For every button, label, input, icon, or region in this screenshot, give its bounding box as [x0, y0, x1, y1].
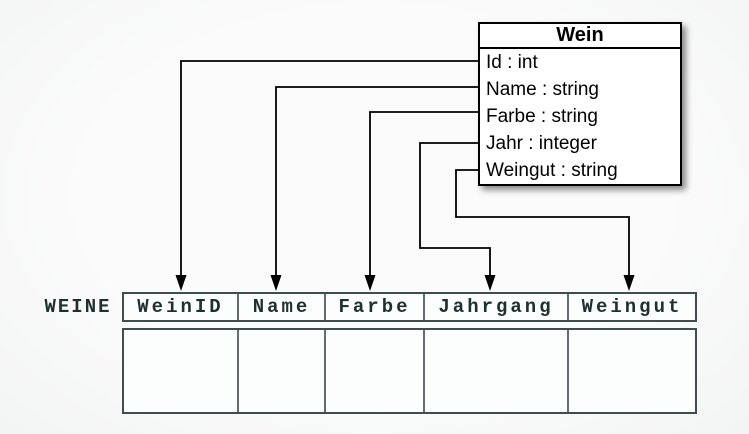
table-header-row: WeinID Name Farbe Jahrgang Weingut: [122, 292, 697, 322]
class-attribute-farbe: Farbe : string: [486, 106, 598, 127]
table-header-weingut: Weingut: [567, 294, 695, 320]
connector-farbe-to-farbe: [364, 111, 480, 291]
arrowhead-weingut: [623, 275, 635, 291]
table-name-label: WEINE: [44, 296, 112, 318]
table-header-name: Name: [237, 294, 324, 320]
table-body-cell-farbe: [324, 330, 423, 412]
connector-line-farbe: [369, 111, 480, 278]
uml-class-box-wein: Wein Id : int Name : string Farbe : stri…: [478, 22, 682, 186]
class-attribute-id: Id : int: [486, 52, 538, 73]
connector-line-jahr: [419, 142, 491, 278]
table-body-cell-weingut: [567, 330, 695, 412]
table-body-cell-jahrgang: [423, 330, 567, 412]
arrowhead-jahrgang: [484, 275, 496, 291]
arrowhead-weinid: [175, 275, 187, 291]
connector-line-name: [275, 86, 480, 278]
connector-id-to-weinid: [175, 60, 480, 291]
connector-line-weingut: [455, 169, 630, 278]
arrowhead-farbe: [364, 275, 376, 291]
table-body-cell-weinid: [124, 330, 237, 412]
table-body-row: [122, 328, 697, 414]
connector-name-to-name: [270, 86, 480, 291]
table-header-jahrgang: Jahrgang: [423, 294, 567, 320]
class-attribute-weingut: Weingut : string: [486, 160, 618, 181]
class-attribute-name: Name : string: [486, 79, 599, 100]
class-title: Wein: [480, 24, 680, 49]
arrowhead-name: [270, 275, 282, 291]
class-attribute-jahr: Jahr : integer: [486, 133, 597, 154]
connector-jahr-to-jahrgang: [419, 142, 496, 291]
table-header-weinid: WeinID: [137, 296, 224, 318]
table-header-farbe: Farbe: [324, 294, 423, 320]
connector-weingut-to-weingut: [455, 169, 635, 291]
table-body-cell-name: [237, 330, 324, 412]
connector-line-id: [180, 60, 480, 278]
